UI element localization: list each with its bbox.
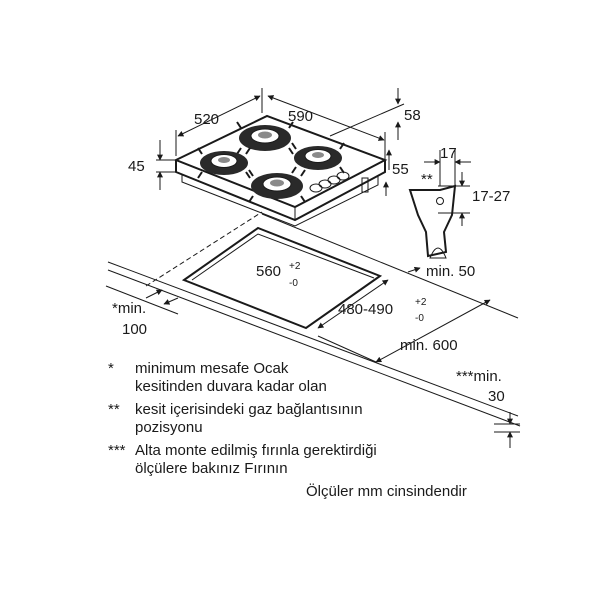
worktop-drawing xyxy=(105,211,521,448)
dim-cutout-depth-lower: -0 xyxy=(415,313,424,324)
gas-connector xyxy=(361,177,369,193)
dim-bracket-range: 17-27 xyxy=(472,188,510,205)
dim-bracket-width: 17 xyxy=(440,145,457,162)
dim-wall-min-value: 100 xyxy=(122,321,147,338)
dim-height-front: 45 xyxy=(128,158,145,175)
dim-oven-min-label: ***min. xyxy=(456,368,502,385)
dim-side-height: 55 xyxy=(392,161,409,178)
control-knobs xyxy=(309,171,350,193)
dim-cutout-depth: 480-490 xyxy=(338,301,393,318)
burner-left xyxy=(197,147,251,179)
dim-cutout-width-upper: +2 xyxy=(289,261,301,272)
dim-oven-min-value: 30 xyxy=(488,388,505,405)
dim-cutout-depth-upper: +2 xyxy=(415,297,427,308)
dim-cutout-width: 560 xyxy=(256,263,281,280)
hob-drawing xyxy=(173,114,388,227)
dim-wall-min-label: *min. xyxy=(112,300,146,317)
bracket-detail xyxy=(408,150,471,259)
dim-worktop-min: min. 600 xyxy=(400,337,458,354)
dim-bracket-marker: ** xyxy=(421,171,433,188)
hob-dimensions xyxy=(156,88,405,196)
burner-right xyxy=(291,142,345,174)
dim-hob-depth: 520 xyxy=(194,111,219,128)
dim-cutout-width-lower: -0 xyxy=(289,278,298,289)
dim-hob-width: 590 xyxy=(288,108,313,125)
dim-min-front: min. 50 xyxy=(426,263,475,280)
burner-front xyxy=(248,169,306,203)
dim-rear-offset: 58 xyxy=(404,107,421,124)
